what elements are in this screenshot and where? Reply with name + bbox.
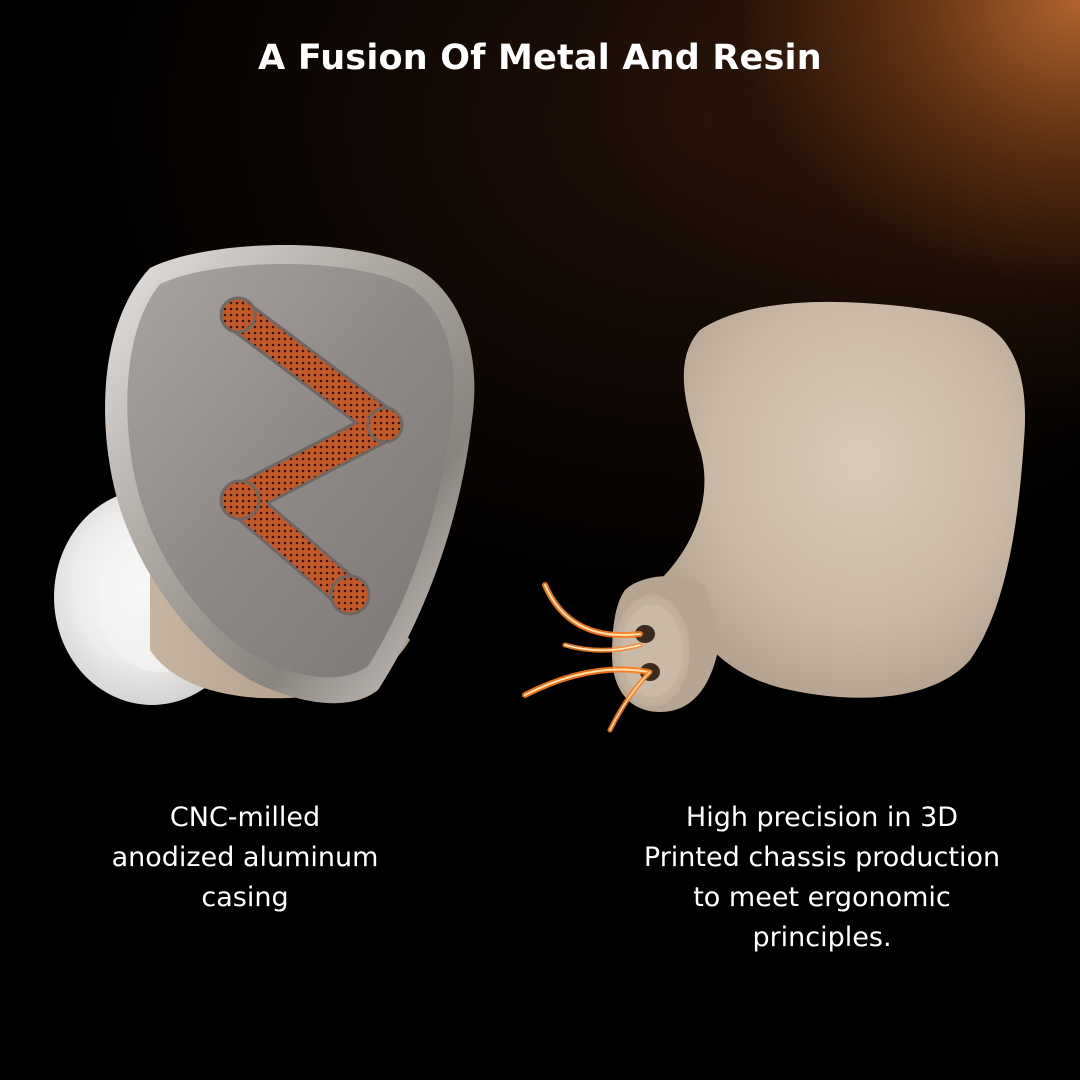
feature-caption-line: High precision in 3D (685, 802, 959, 833)
feature-caption-3d-printed: High precision in 3D Printed chassis pro… (592, 798, 1052, 958)
feature-caption-line: anodized aluminum (111, 842, 379, 873)
resin-earphone (522, 301, 1026, 733)
resin-shell (660, 301, 1026, 698)
sound-bore-top (635, 625, 655, 643)
metal-earphone (54, 245, 475, 705)
feature-caption-line: Printed chassis production (643, 842, 1001, 873)
feature-caption-line: CNC-milled (169, 802, 321, 833)
feature-caption-line: casing (201, 882, 289, 913)
copper-mesh-vent (219, 296, 404, 616)
headline: A Fusion Of Metal And Resin (258, 38, 822, 78)
feature-caption-aluminum: CNC-milled anodized aluminum casing (70, 798, 420, 918)
feature-caption-line: to meet ergonomic (693, 882, 951, 913)
feature-caption-line: principles. (752, 922, 892, 953)
sound-wave-streaks (522, 582, 653, 733)
